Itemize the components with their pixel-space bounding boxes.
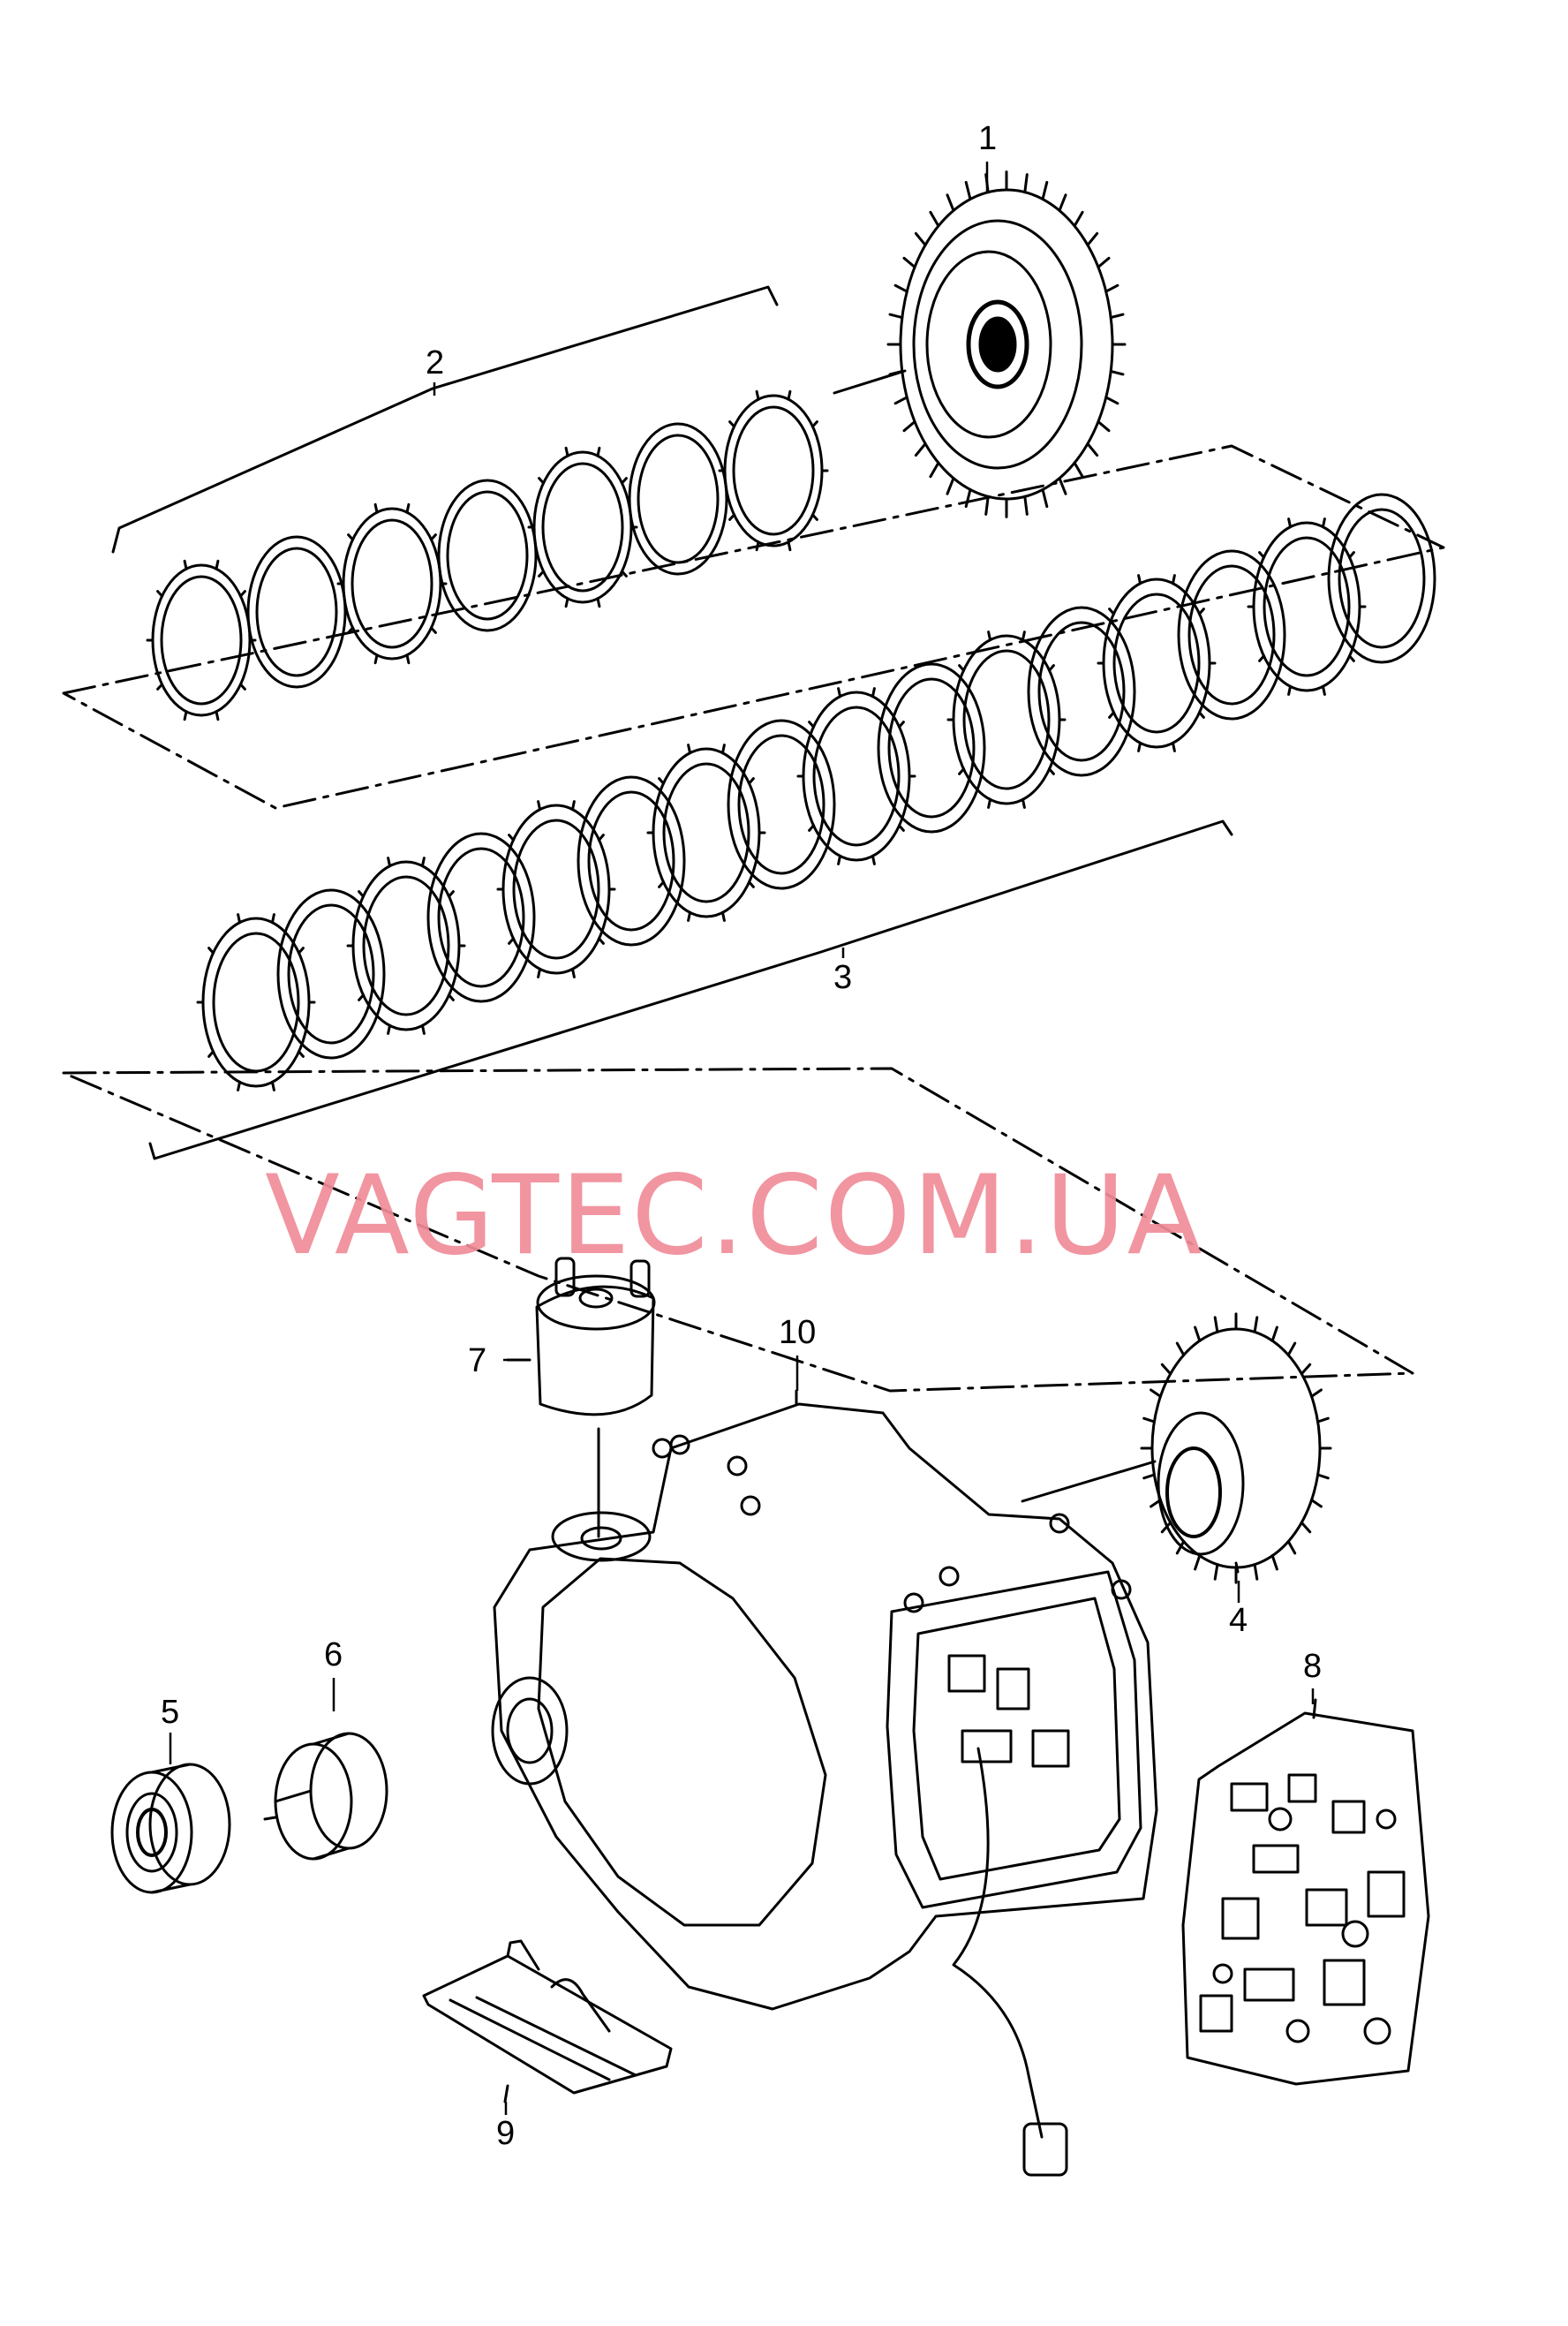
callout-7: 7: [468, 1342, 487, 1379]
clutch-plate-set-3-plate: [1027, 606, 1136, 777]
gear-teeth-1: [886, 170, 1127, 518]
clutch-plate-set-2-plate: [151, 563, 252, 717]
bracket-3: [148, 819, 1233, 1160]
bearing-part-5: [110, 1763, 231, 1894]
clutch-plate-set-3-plate: [1177, 549, 1286, 721]
callout-5: 5: [161, 1694, 180, 1731]
assembly-frame-lower: [62, 1067, 1414, 1393]
gear-hub-part-1: [833, 170, 1127, 518]
bracket-2: [111, 285, 779, 554]
callout-10: 10: [779, 1314, 817, 1351]
clutch-plate-set-2-plate: [437, 479, 538, 632]
sleeve-part-6: [263, 1732, 388, 1861]
clutch-plate-set-2-plate: [532, 450, 633, 604]
callout-4: 4: [1229, 1602, 1248, 1639]
callout-9: 9: [496, 2115, 516, 2152]
clutch-plate-set-2-plate: [628, 422, 728, 576]
clutch-plate-set-3-plate: [577, 775, 686, 947]
clutch-plate-set-3-plate: [1327, 493, 1436, 664]
callout-1: 1: [978, 120, 998, 157]
gear-teeth-4: [1140, 1312, 1332, 1584]
clutch-plate-set-3-plate: [276, 888, 386, 1060]
clutch-plate-set-3-plate: [877, 662, 986, 834]
clutch-plate-set-2-plate: [246, 535, 347, 689]
callout-8: 8: [1303, 1648, 1323, 1685]
watermark-text: VAGTEC.COM.UA: [265, 1152, 1204, 1280]
clutch-plate-set-2-plate: [342, 507, 442, 661]
gear-part-4: [1021, 1312, 1332, 1584]
clutch-plate-set-3-plate: [727, 719, 836, 890]
clutch-plate-set-2-plate: [723, 394, 824, 548]
gearbox-housing-part-10: [491, 1389, 1158, 2177]
callout-2: 2: [426, 344, 445, 381]
callout-6: 6: [324, 1636, 343, 1673]
assembly-frame-upper: [62, 444, 1445, 810]
oil-strainer-part-9: [422, 1939, 673, 2103]
oil-cooler-part-7: [506, 1257, 656, 1538]
callout-3: 3: [833, 959, 853, 996]
valve-body-part-8: [1181, 1698, 1430, 2086]
clutch-plate-set-3-plate: [426, 832, 536, 1003]
